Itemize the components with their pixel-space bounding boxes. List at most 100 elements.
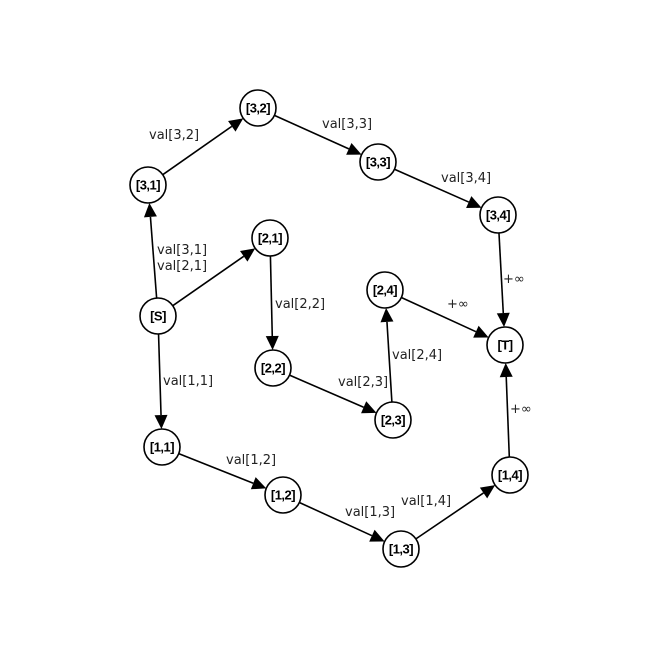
edge-label: val[1,2] bbox=[226, 453, 276, 468]
node-circle bbox=[143, 428, 181, 466]
node-label: [2,2] bbox=[261, 361, 285, 376]
node-label: [3,3] bbox=[366, 155, 390, 170]
edge-line bbox=[172, 255, 245, 307]
edge-n31-n32 bbox=[162, 118, 244, 176]
edges bbox=[143, 114, 513, 542]
node-circle bbox=[479, 196, 517, 234]
arrowhead-icon bbox=[143, 202, 157, 218]
node-n23: [2,3] bbox=[374, 401, 412, 439]
arrowhead-icon bbox=[499, 362, 513, 378]
node-n12: [1,2] bbox=[264, 476, 302, 514]
node-label: [2,1] bbox=[258, 231, 282, 246]
edge-label: val[2,2] bbox=[275, 297, 325, 312]
node-n22: [2,2] bbox=[254, 349, 292, 387]
edge-label: val[3,4] bbox=[441, 171, 491, 186]
edge-label: val[2,4] bbox=[392, 348, 442, 363]
node-label: [S] bbox=[150, 309, 166, 324]
edge-n22-n23 bbox=[289, 374, 377, 414]
node-label: [2,4] bbox=[373, 283, 397, 298]
edge-line bbox=[415, 492, 484, 540]
edge-label: val[3,3] bbox=[322, 117, 372, 132]
arrowhead-icon bbox=[479, 485, 496, 499]
node-label: [1,1] bbox=[150, 440, 174, 455]
edge-line bbox=[289, 374, 364, 409]
arrowhead-icon bbox=[369, 529, 385, 542]
node-circle bbox=[374, 401, 412, 439]
node-n13: [1,3] bbox=[382, 530, 420, 568]
arrowhead-icon bbox=[228, 118, 244, 132]
edge-label: val[2,3] bbox=[338, 375, 388, 390]
edge-label: +∞ bbox=[447, 297, 469, 312]
node-circle bbox=[486, 326, 524, 364]
node-n14: [1,4] bbox=[491, 456, 529, 494]
node-n33: [3,3] bbox=[359, 143, 397, 181]
edge-label: +∞ bbox=[503, 272, 525, 287]
edge-label: val[2,1] bbox=[157, 259, 207, 274]
edge-label: +∞ bbox=[510, 402, 532, 417]
node-circle bbox=[239, 89, 277, 127]
arrowhead-icon bbox=[265, 335, 279, 351]
edge-line bbox=[505, 376, 511, 458]
edge-line bbox=[149, 216, 158, 299]
node-circle bbox=[382, 530, 420, 568]
edge-S-n11 bbox=[154, 333, 168, 430]
edge-n24-T bbox=[401, 296, 489, 338]
arrowhead-icon bbox=[240, 248, 256, 262]
node-n31: [3,1] bbox=[129, 166, 167, 204]
edge-n11-n12 bbox=[178, 452, 267, 490]
node-n24: [2,4] bbox=[366, 271, 404, 309]
edge-S-n21 bbox=[172, 248, 256, 307]
edge-line bbox=[178, 452, 254, 484]
node-label: [3,1] bbox=[136, 178, 160, 193]
node-label: [3,4] bbox=[486, 208, 510, 223]
node-T: [T] bbox=[486, 326, 524, 364]
edge-n13-n14 bbox=[415, 485, 496, 540]
arrowhead-icon bbox=[154, 414, 168, 430]
arrowhead-icon bbox=[380, 307, 394, 323]
edge-n23-n24 bbox=[380, 307, 394, 403]
node-circle bbox=[264, 476, 302, 514]
edge-line bbox=[299, 501, 373, 537]
edge-n34-T bbox=[496, 232, 510, 328]
node-n34: [3,4] bbox=[479, 196, 517, 234]
node-label: [1,2] bbox=[271, 488, 295, 503]
edge-line bbox=[269, 255, 274, 337]
edge-n33-n34 bbox=[394, 168, 482, 209]
node-label: [T] bbox=[497, 338, 512, 353]
edge-label: val[3,2] bbox=[149, 128, 199, 143]
arrowhead-icon bbox=[361, 401, 377, 414]
edge-n32-n33 bbox=[274, 114, 362, 155]
edge-line bbox=[274, 114, 350, 150]
nodes: [S] [T] [1,1] [1,2] [1,3] [1,4] [2,1] [2,2] [2,3… bbox=[129, 89, 529, 568]
node-circle bbox=[491, 456, 529, 494]
arrowhead-icon bbox=[496, 312, 510, 328]
edge-label: val[1,3] bbox=[345, 505, 395, 520]
node-S: [S] bbox=[139, 297, 177, 335]
node-label: [2,3] bbox=[381, 413, 405, 428]
arrowhead-icon bbox=[466, 196, 482, 209]
edge-labels: val[3,1]val[2,1] val[1,1] val[3,2] val[3,3]… bbox=[149, 117, 532, 520]
node-circle bbox=[366, 271, 404, 309]
node-n11: [1,1] bbox=[143, 428, 181, 466]
edge-label: val[1,4] bbox=[401, 494, 451, 509]
edge-n21-n22 bbox=[265, 255, 279, 351]
node-label: [1,3] bbox=[389, 542, 413, 557]
edge-line bbox=[386, 321, 393, 403]
node-circle bbox=[251, 219, 289, 257]
edge-label: val[1,1] bbox=[163, 374, 213, 389]
edge-line bbox=[394, 168, 470, 203]
edge-line bbox=[401, 296, 477, 333]
node-n32: [3,2] bbox=[239, 89, 277, 127]
node-label: [3,2] bbox=[246, 101, 270, 116]
node-label: [1,4] bbox=[498, 468, 522, 483]
edge-label: val[3,1] bbox=[157, 243, 207, 258]
edge-n12-n13 bbox=[299, 501, 385, 542]
arrowhead-icon bbox=[346, 142, 362, 155]
node-circle bbox=[139, 297, 177, 335]
node-n21: [2,1] bbox=[251, 219, 289, 257]
node-circle bbox=[129, 166, 167, 204]
edge-line bbox=[498, 232, 505, 314]
edge-n14-T bbox=[499, 362, 513, 458]
node-circle bbox=[359, 143, 397, 181]
